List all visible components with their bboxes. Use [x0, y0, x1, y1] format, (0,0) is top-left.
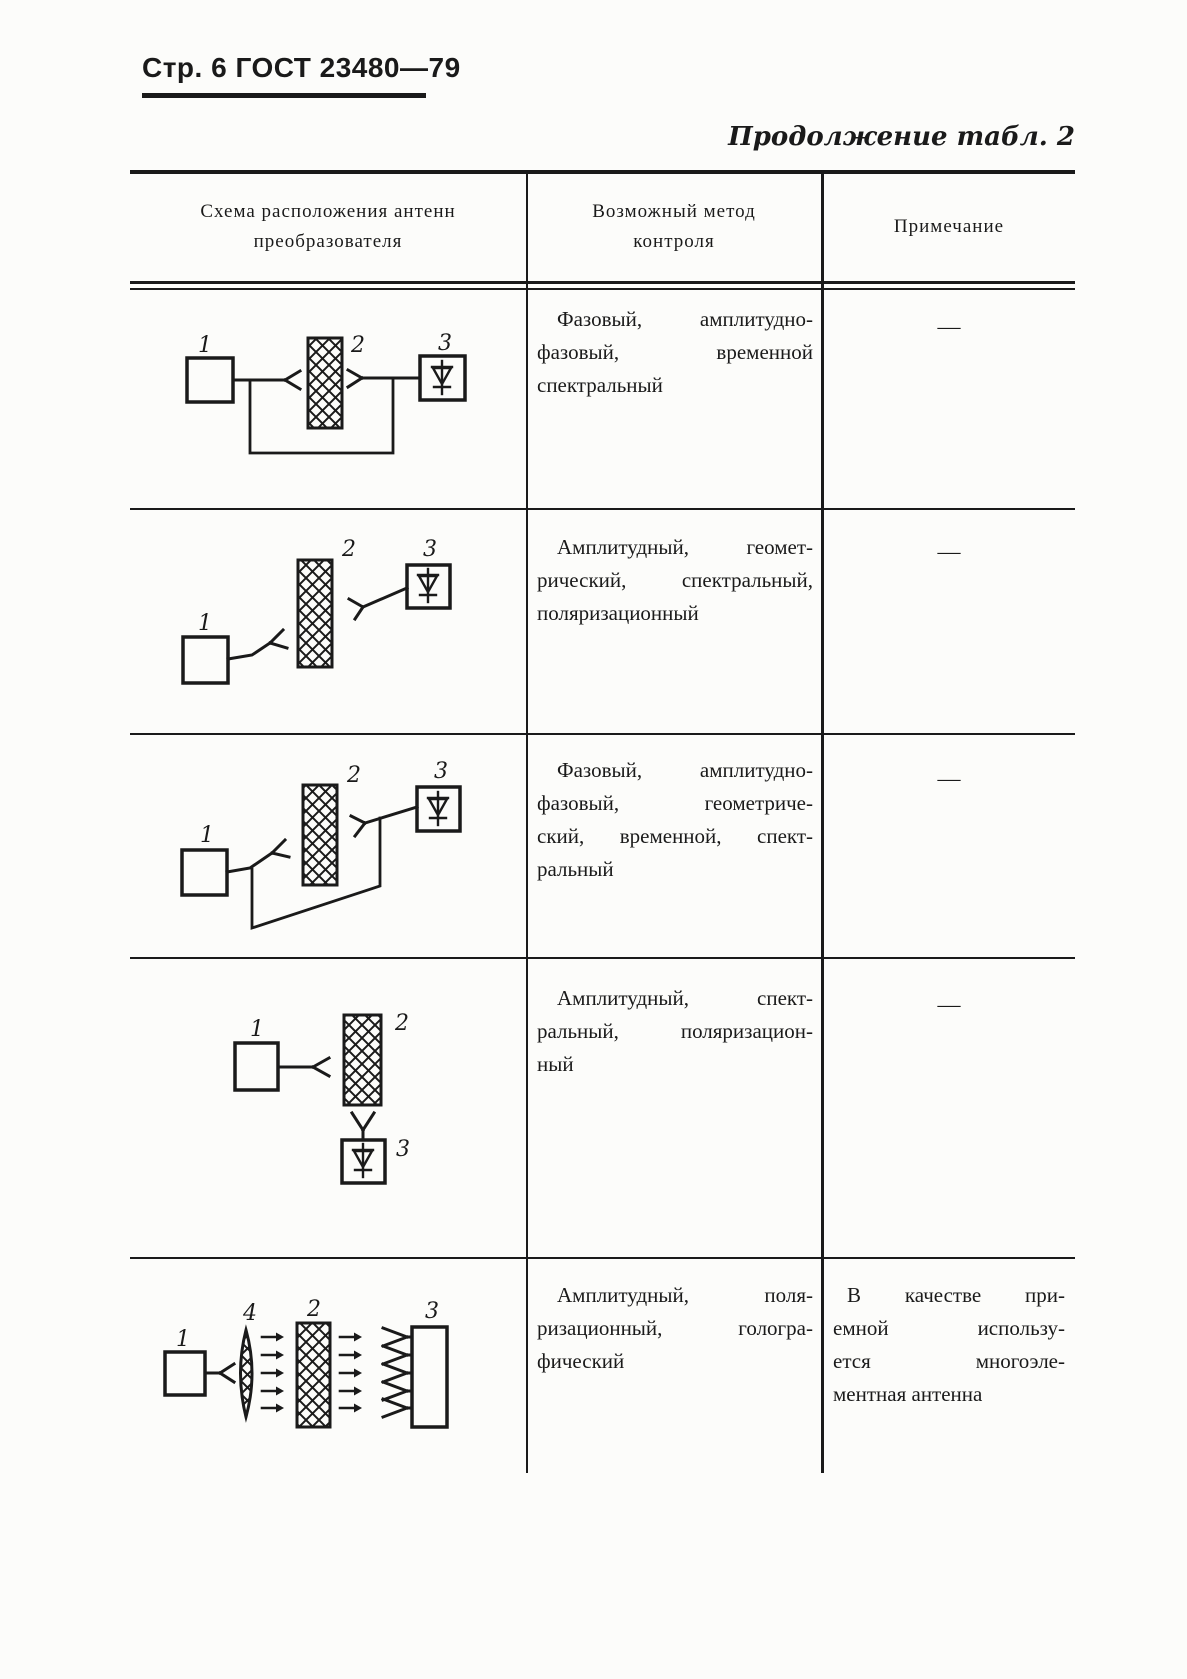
page-header: Стр. 6 ГОСТ 23480—79 [142, 52, 461, 83]
antenna-fork-icon [217, 1361, 237, 1385]
generator-box [180, 848, 229, 897]
generator-box [185, 356, 235, 404]
diagram-label: 1 [198, 333, 212, 358]
generator-box [163, 1350, 207, 1397]
column-divider-2 [821, 170, 824, 1473]
table-continuation-caption: Продолжение табл. 2 [728, 122, 1075, 152]
diode-icon [351, 1142, 375, 1179]
generator-box [233, 1041, 280, 1092]
diode-icon [430, 359, 454, 396]
note-cell-row3: — [937, 766, 961, 791]
table-header-double-rule-2 [130, 288, 1075, 290]
diagram-label: 3 [423, 537, 437, 562]
antenna-fork-icon [349, 1110, 377, 1142]
diagram-row4-transmission-probing: 1 2 3 [233, 1011, 410, 1185]
test-object-hatched [301, 783, 339, 887]
row-divider-3 [130, 957, 1075, 959]
diagram-label: 1 [176, 1327, 190, 1352]
antenna-fork-icon [348, 813, 368, 839]
receiver-box [340, 1138, 387, 1185]
reference-bypass-line [248, 376, 395, 455]
table-top-rule [130, 170, 1075, 174]
diagram-label: 2 [350, 333, 365, 358]
feed-line [361, 586, 409, 609]
diode-icon [426, 790, 450, 827]
diagram-label: 3 [425, 1299, 439, 1324]
antenna-fork-icon [282, 368, 303, 392]
test-object-hatched [306, 336, 344, 430]
generator-box [181, 635, 230, 685]
receiver-box [405, 563, 452, 610]
note-cell-row1: — [937, 314, 961, 339]
row-divider-1 [130, 508, 1075, 510]
reference-bypass-line [250, 816, 382, 930]
diagram-row5-lens-multielement: 1 4 2 3 [163, 1297, 449, 1429]
test-object-hatched [342, 1013, 383, 1107]
diagram-label: 1 [200, 823, 214, 848]
diagram-label: 1 [250, 1017, 264, 1042]
antenna-fork-icon [346, 596, 366, 622]
feed-line [363, 805, 419, 825]
test-object-hatched [296, 558, 334, 669]
antenna-fork-icon [267, 627, 289, 650]
diagram-label: 3 [438, 331, 452, 356]
method-cell-row4: Амплитудный, спект-ральный, поляризацион… [537, 986, 813, 1076]
test-object-hatched [295, 1321, 332, 1429]
diagram-label: 2 [341, 537, 356, 562]
note-cell-row5: В качестве при-емной использу-ется много… [833, 1283, 1065, 1406]
diagram-label: 1 [198, 611, 212, 636]
method-cell-row3: Фазовый, амплитудно-фазовый, геометриче-… [537, 758, 813, 881]
diagram-row1-two-side-probing: 1 2 3 [185, 331, 467, 455]
diagram-row3-oblique-with-reference: 1 2 3 [180, 759, 462, 930]
multielement-receiver-box [410, 1325, 449, 1429]
wave-arrows-right [338, 1332, 362, 1413]
method-cell-row2: Амплитудный, геомет-рический, спектральн… [537, 535, 813, 625]
antenna-fork-icon [269, 837, 291, 859]
diagram-label: 2 [346, 763, 361, 788]
diagram-label: 2 [306, 1297, 321, 1322]
column-divider-1 [526, 170, 528, 1473]
method-cell-row5: Амплитудный, поля-ризационный, гологра-ф… [537, 1283, 813, 1373]
diagram-label: 2 [394, 1011, 409, 1036]
note-cell-row2: — [937, 539, 961, 564]
diode-icon [416, 567, 440, 604]
wave-arrows-left [260, 1332, 284, 1413]
row-divider-2 [130, 733, 1075, 735]
diagram-label: 3 [434, 759, 448, 784]
diagram-label: 3 [396, 1137, 410, 1162]
antenna-fork-icon [310, 1055, 332, 1079]
receiver-box [418, 354, 467, 402]
note-cell-row4: — [937, 992, 961, 1017]
lens-icon [239, 1324, 254, 1423]
feed-line [226, 640, 273, 661]
antenna-fork-icon [345, 367, 365, 390]
receiver-box [415, 785, 462, 833]
column-header-note: Примечание [893, 216, 1005, 237]
diagram-label: 4 [242, 1301, 257, 1326]
row-divider-4 [130, 1257, 1075, 1259]
multielement-antenna-icon [381, 1326, 414, 1419]
page-header-underline [142, 93, 426, 98]
table-header-double-rule-1 [130, 281, 1075, 284]
feed-line [225, 850, 275, 874]
diagram-row2-oblique-probing: 1 2 3 [181, 537, 452, 685]
